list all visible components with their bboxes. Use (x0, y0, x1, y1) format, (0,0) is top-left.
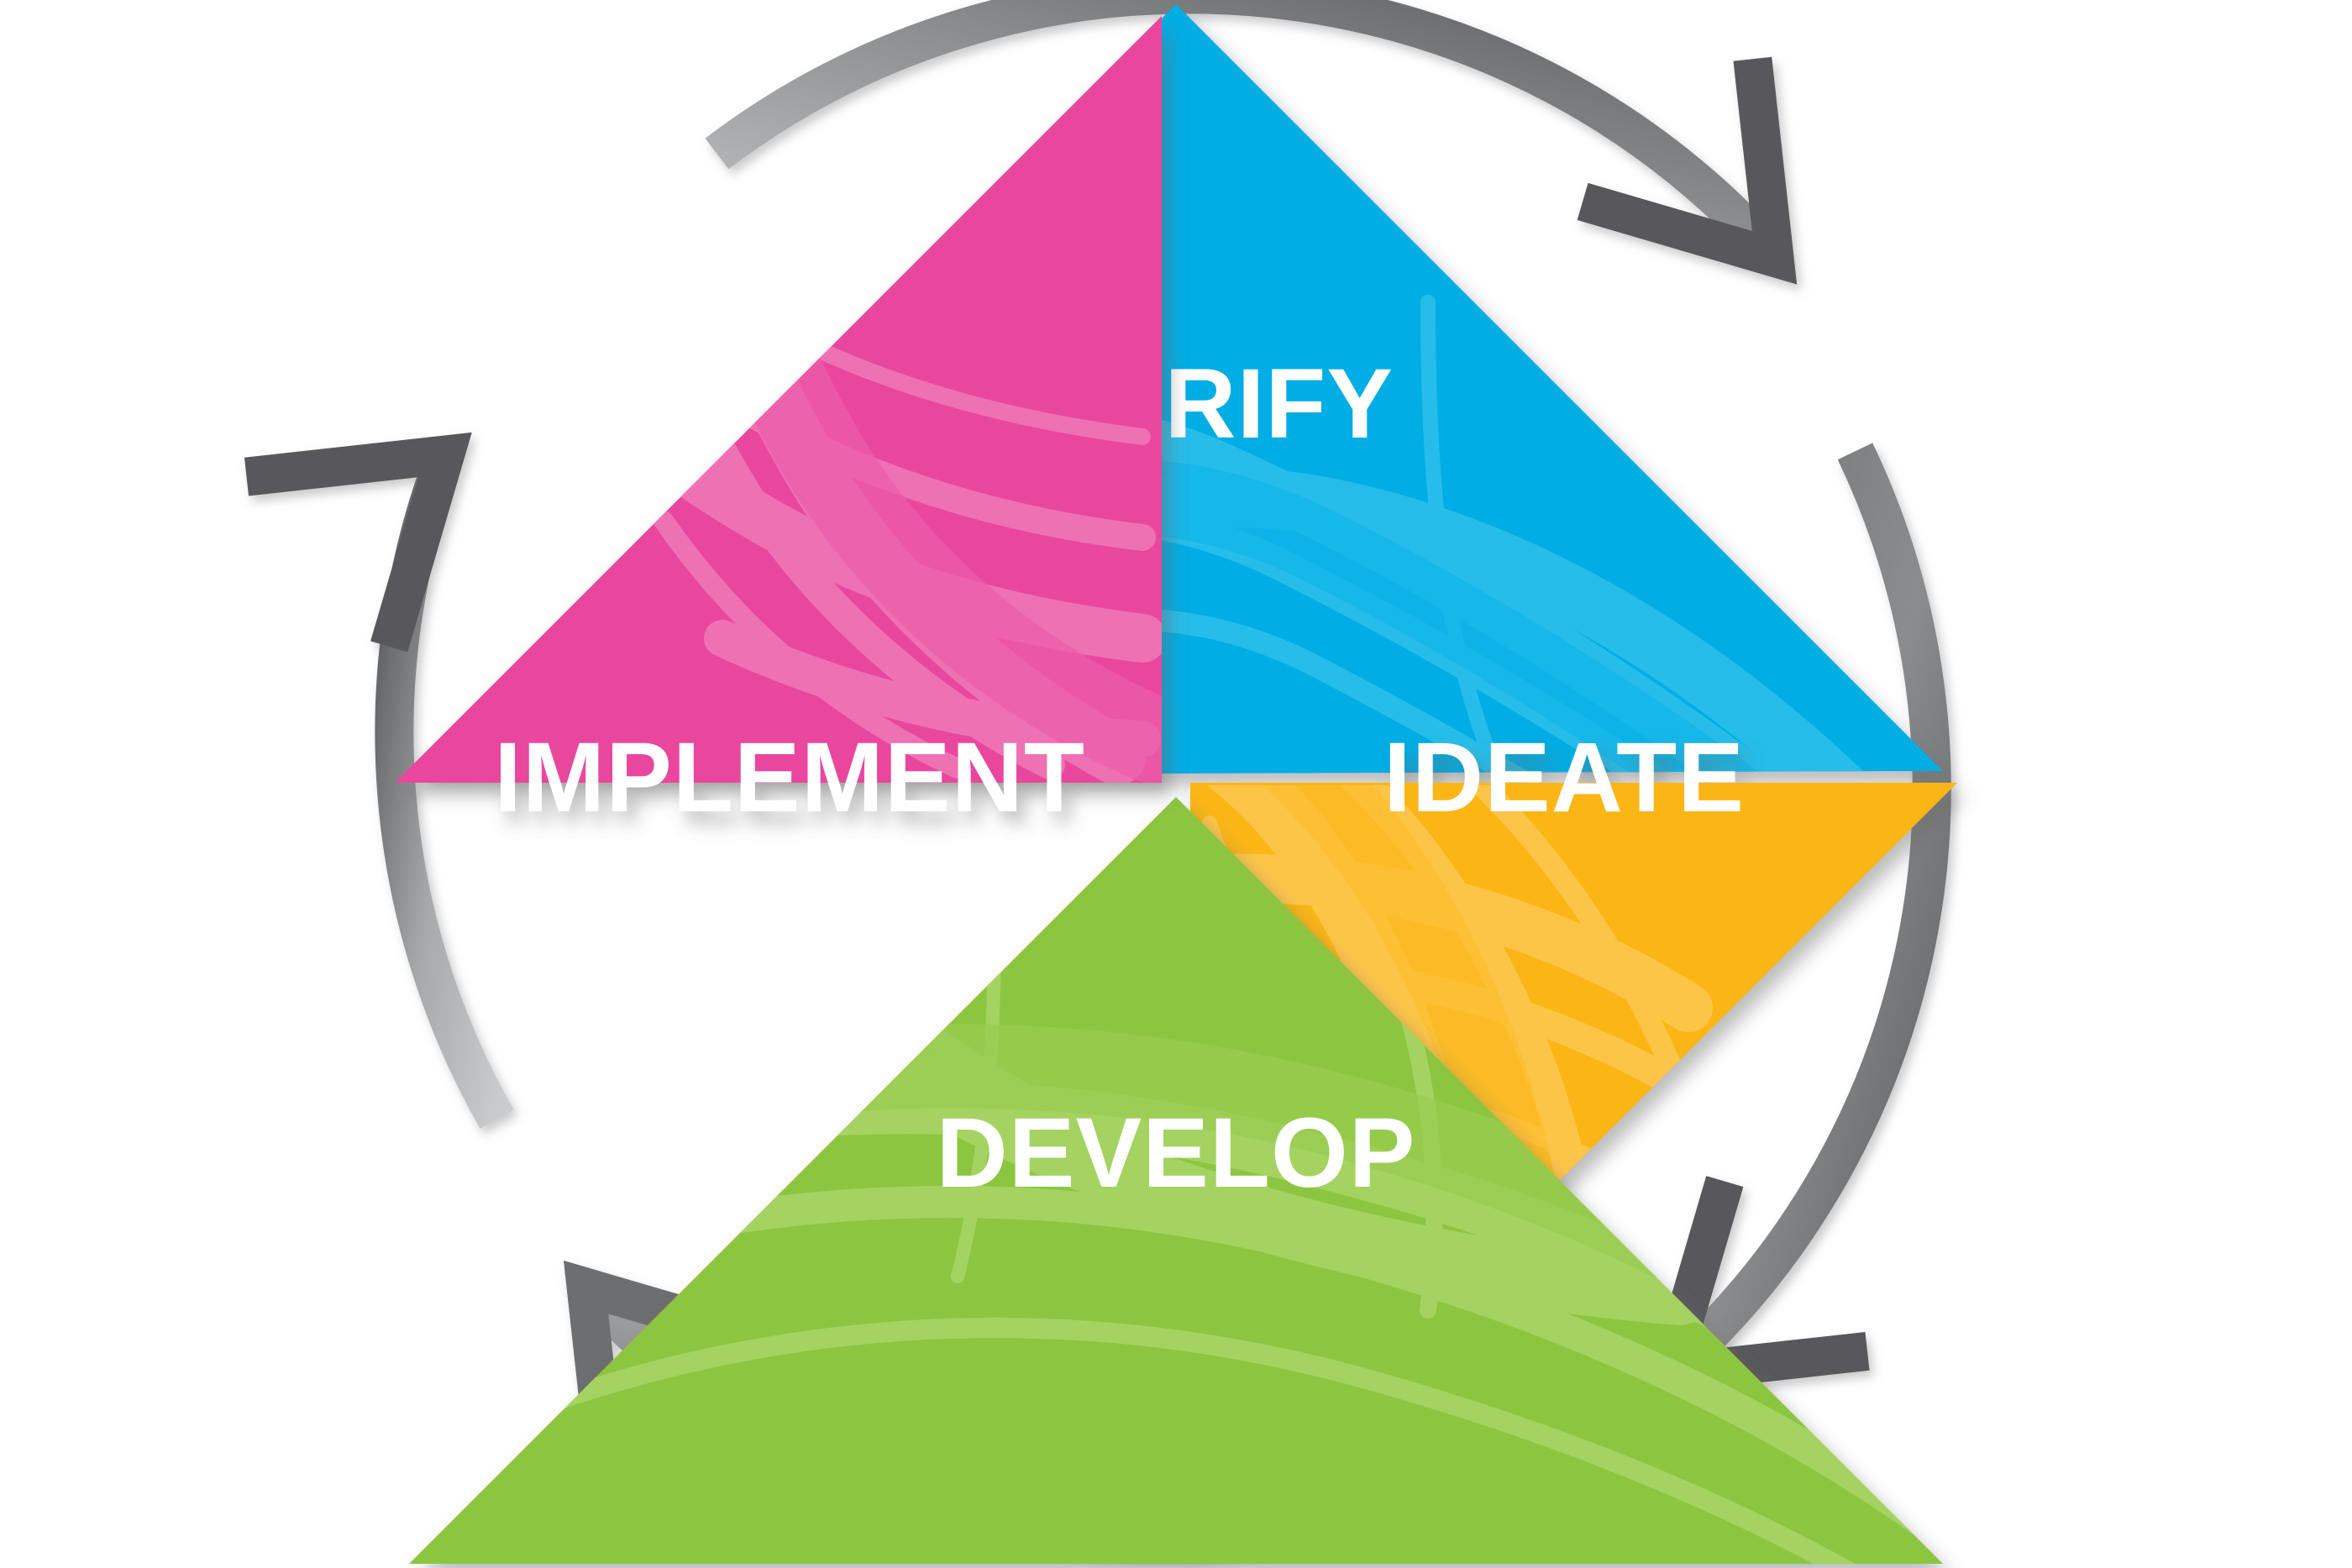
quadrant-implement[interactable]: IMPLEMENT (395, 16, 1162, 833)
arc-path-bottom-right (1656, 443, 1951, 1388)
label-ideate: IDEATE (1383, 722, 1745, 833)
arrowhead-top-left (244, 432, 472, 653)
arc-path-top-right (705, 0, 1789, 271)
arrowhead-top-right (1577, 56, 1798, 285)
arrow-top-right (705, 0, 1798, 285)
arrow-top-left (244, 432, 514, 1129)
label-implement: IMPLEMENT (494, 722, 1085, 833)
label-develop: DEVELOP (937, 1098, 1416, 1209)
